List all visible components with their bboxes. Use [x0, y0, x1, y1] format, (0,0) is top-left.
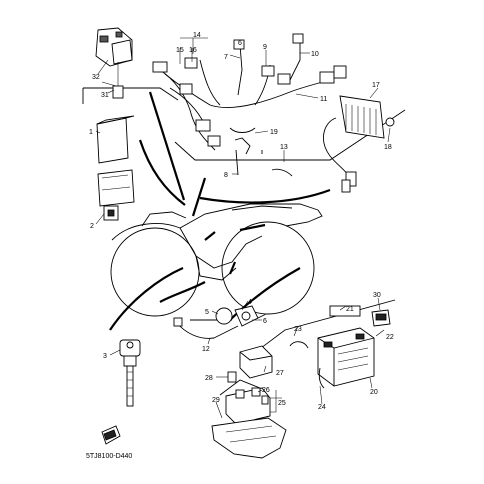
callout-29: 29	[212, 397, 220, 404]
callout-30: 30	[373, 292, 381, 299]
callout-7: 7	[224, 54, 228, 61]
callout-13: 13	[280, 144, 288, 151]
callout-18: 18	[384, 144, 392, 151]
callout-23: 23	[294, 326, 302, 333]
callout-24: 24	[318, 404, 326, 411]
callout-numbers: 32 31 14 15 16 6 7 9 10 11 17 18 19 13 8…	[89, 32, 394, 411]
ignition-coil	[119, 339, 141, 407]
callout-32: 32	[92, 74, 100, 81]
callout-28: 28	[205, 375, 213, 382]
callout-8: 8	[224, 172, 228, 179]
callout-27: 27	[276, 370, 284, 377]
callout-12: 12	[202, 346, 210, 353]
callout-16: 16	[189, 47, 197, 54]
cdi-unit	[96, 115, 135, 221]
callout-10: 10	[311, 51, 319, 58]
battery-group	[289, 305, 391, 389]
callout-6b: 6	[263, 318, 267, 325]
relay-assembly	[95, 27, 133, 99]
callout-20: 20	[370, 389, 378, 396]
callout-17: 17	[372, 82, 380, 89]
callout-25: 25	[278, 400, 286, 407]
callout-14: 14	[193, 32, 201, 39]
wire-harness	[152, 33, 347, 177]
callout-3: 3	[103, 353, 107, 360]
callout-21: 21	[346, 306, 354, 313]
starter-relay	[211, 345, 287, 459]
callout-2: 2	[90, 223, 94, 230]
callout-15: 15	[176, 47, 184, 54]
callout-31: 31	[101, 92, 109, 99]
callout-6: 6	[238, 40, 242, 47]
callout-leaders	[95, 37, 391, 419]
callout-1: 1	[89, 129, 93, 136]
callout-9: 9	[263, 44, 267, 51]
callout-4: 4	[248, 299, 252, 306]
callout-19: 19	[270, 129, 278, 136]
callout-22: 22	[386, 334, 394, 341]
pickup-coil	[173, 305, 267, 339]
callout-11: 11	[320, 96, 327, 103]
callout-26: 26	[262, 387, 270, 394]
rectifier-regulator	[323, 95, 395, 193]
reference-tag-icon	[101, 425, 121, 445]
callout-5: 5	[205, 309, 209, 316]
diagram-code: 5TJ8100-D440	[86, 453, 132, 460]
motorcycle-outline	[110, 203, 323, 317]
leader-lines	[109, 91, 331, 331]
